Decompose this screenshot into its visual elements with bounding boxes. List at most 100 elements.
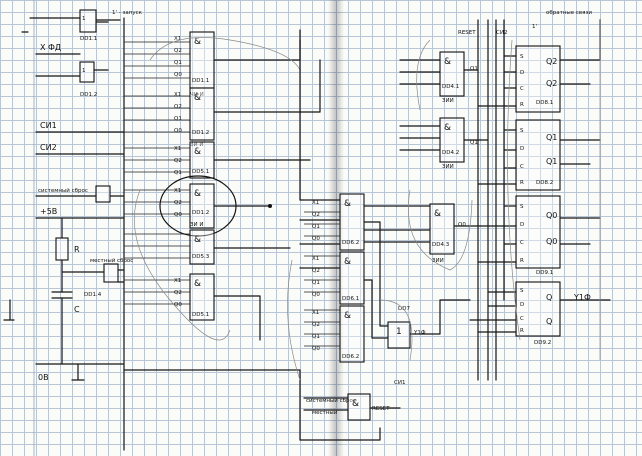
dd-local-note: DD1.4 bbox=[84, 292, 102, 298]
left-gate-1 bbox=[189, 87, 215, 141]
svg-text:X1: X1 bbox=[312, 200, 319, 206]
svg-text:C: C bbox=[520, 86, 524, 92]
right-si2-label: СИ2 bbox=[496, 30, 507, 36]
svg-text:&: & bbox=[444, 57, 451, 67]
dd1-label-1: DD1.2 bbox=[80, 92, 97, 98]
svg-text:Q2: Q2 bbox=[312, 268, 320, 274]
svg-text:C: C bbox=[520, 164, 524, 170]
svg-text:ЗИ И: ЗИ И bbox=[190, 222, 204, 228]
svg-text:DD4.3: DD4.3 bbox=[432, 242, 450, 248]
svg-text:&: & bbox=[444, 123, 451, 133]
svg-text:Q2: Q2 bbox=[546, 57, 557, 66]
svg-text:Q2: Q2 bbox=[174, 104, 182, 110]
svg-text:Q1: Q1 bbox=[470, 66, 478, 72]
svg-text:DD6.2: DD6.2 bbox=[342, 354, 359, 360]
svg-text:DD6.1: DD6.1 bbox=[342, 296, 359, 302]
svg-text:S: S bbox=[520, 204, 524, 210]
svg-text:Q: Q bbox=[546, 317, 552, 326]
svg-text:Q2: Q2 bbox=[312, 212, 320, 218]
svg-text:&: & bbox=[344, 199, 351, 209]
svg-text:Q0: Q0 bbox=[312, 346, 320, 352]
sys-reset-middle-label: системный сброс bbox=[306, 397, 356, 404]
middle-gate-3 bbox=[387, 321, 411, 349]
svg-text:Q1: Q1 bbox=[546, 133, 557, 142]
svg-text:Q0: Q0 bbox=[174, 302, 182, 308]
svg-text:&: & bbox=[194, 235, 201, 245]
switch-system-reset bbox=[95, 185, 111, 203]
svg-text:Q2: Q2 bbox=[174, 158, 182, 164]
input-label-xf: X ФД bbox=[40, 43, 61, 52]
gate-dd1-1 bbox=[79, 9, 97, 33]
svg-text:DD1.2: DD1.2 bbox=[192, 130, 209, 136]
svg-text:&: & bbox=[194, 189, 201, 199]
svg-text:&: & bbox=[352, 399, 359, 409]
flipflop-dd9-1 bbox=[515, 195, 561, 269]
svg-text:Q0: Q0 bbox=[546, 211, 557, 220]
svg-text:X1: X1 bbox=[312, 256, 319, 262]
input-label-si2: СИ2 bbox=[40, 143, 57, 152]
cap-label: C bbox=[74, 305, 80, 314]
yf-middle-label: Y1Ф bbox=[413, 330, 426, 336]
svg-text:DD9.2: DD9.2 bbox=[534, 340, 551, 346]
left-gate-4 bbox=[189, 229, 215, 265]
svg-text:X1: X1 bbox=[174, 92, 181, 98]
svg-text:&: & bbox=[194, 37, 201, 47]
svg-text:R: R bbox=[520, 180, 524, 186]
svg-text:Q1: Q1 bbox=[174, 60, 182, 66]
middle-gate-4 bbox=[347, 393, 371, 421]
input-label-vcc: +5В bbox=[40, 207, 57, 216]
flipflop-dd9-2 bbox=[515, 281, 561, 337]
svg-text:DD8.2: DD8.2 bbox=[536, 180, 553, 186]
svg-text:Q0: Q0 bbox=[312, 236, 320, 242]
svg-text:X1: X1 bbox=[174, 146, 181, 152]
svg-text:Q0: Q0 bbox=[458, 222, 466, 228]
svg-text:1: 1 bbox=[396, 327, 402, 337]
middle-section: & X1 Q2 Q1 Q0 DD6.2 & X1 Q2 Q1 Q0 DD6.1 … bbox=[123, 29, 471, 441]
resistor-label: R bbox=[74, 245, 80, 254]
svg-text:Q2: Q2 bbox=[312, 322, 320, 328]
flipflop-dd8-1 bbox=[515, 45, 561, 113]
svg-text:&: & bbox=[194, 279, 201, 289]
svg-text:X1: X1 bbox=[312, 310, 319, 316]
svg-text:D: D bbox=[520, 302, 524, 308]
svg-text:Q1: Q1 bbox=[470, 140, 478, 146]
svg-text:DD5.3: DD5.3 bbox=[192, 254, 210, 260]
svg-text:DD5.1: DD5.1 bbox=[192, 169, 209, 175]
gate-dd1-2 bbox=[79, 61, 95, 83]
right-reset-label: RESET bbox=[458, 30, 476, 36]
svg-text:D: D bbox=[520, 146, 524, 152]
svg-text:ЧИ И: ЧИ И bbox=[190, 92, 204, 98]
svg-text:S: S bbox=[520, 128, 524, 134]
svg-text:&: & bbox=[344, 311, 351, 321]
input-label-system-reset: системный сброс bbox=[38, 187, 88, 194]
svg-text:R: R bbox=[520, 258, 524, 264]
feedback-label: обратные связи bbox=[546, 10, 592, 16]
svg-text:C: C bbox=[520, 240, 524, 246]
flipflop-dd8-2 bbox=[515, 119, 561, 191]
middle-gate-0 bbox=[339, 193, 365, 251]
svg-text:&: & bbox=[344, 257, 351, 267]
svg-text:D: D bbox=[520, 70, 524, 76]
svg-text:1: 1 bbox=[82, 16, 86, 22]
left-gate-3 bbox=[189, 183, 215, 229]
left-inputs: 1' - запуск 1 DD1.1 X ФД 1 DD1.2 СИ1 СИ2… bbox=[3, 9, 143, 451]
svg-text:Q0: Q0 bbox=[174, 72, 182, 78]
right-gate-1 bbox=[439, 117, 465, 163]
svg-text:R: R bbox=[520, 102, 524, 108]
svg-text:Q1: Q1 bbox=[546, 157, 557, 166]
svg-text:Q1: Q1 bbox=[312, 280, 320, 286]
right-gates: RESET СИ2 обратные связи 1' & DD4.1 ЗИИ … bbox=[363, 10, 592, 381]
svg-text:Q: Q bbox=[546, 293, 552, 302]
svg-text:DD8.1: DD8.1 bbox=[536, 100, 553, 106]
svg-text:Q0: Q0 bbox=[174, 128, 182, 134]
switch-local-reset bbox=[103, 263, 119, 283]
svg-text:X1: X1 bbox=[174, 188, 181, 194]
svg-text:D: D bbox=[520, 222, 524, 228]
local-middle-label: местный bbox=[312, 409, 338, 416]
svg-text:Q0: Q0 bbox=[174, 212, 182, 218]
si1-middle-label: СИ1 bbox=[394, 380, 405, 386]
svg-text:DD1.2: DD1.2 bbox=[192, 210, 209, 216]
yf-output-label: Y1Ф bbox=[573, 293, 591, 302]
